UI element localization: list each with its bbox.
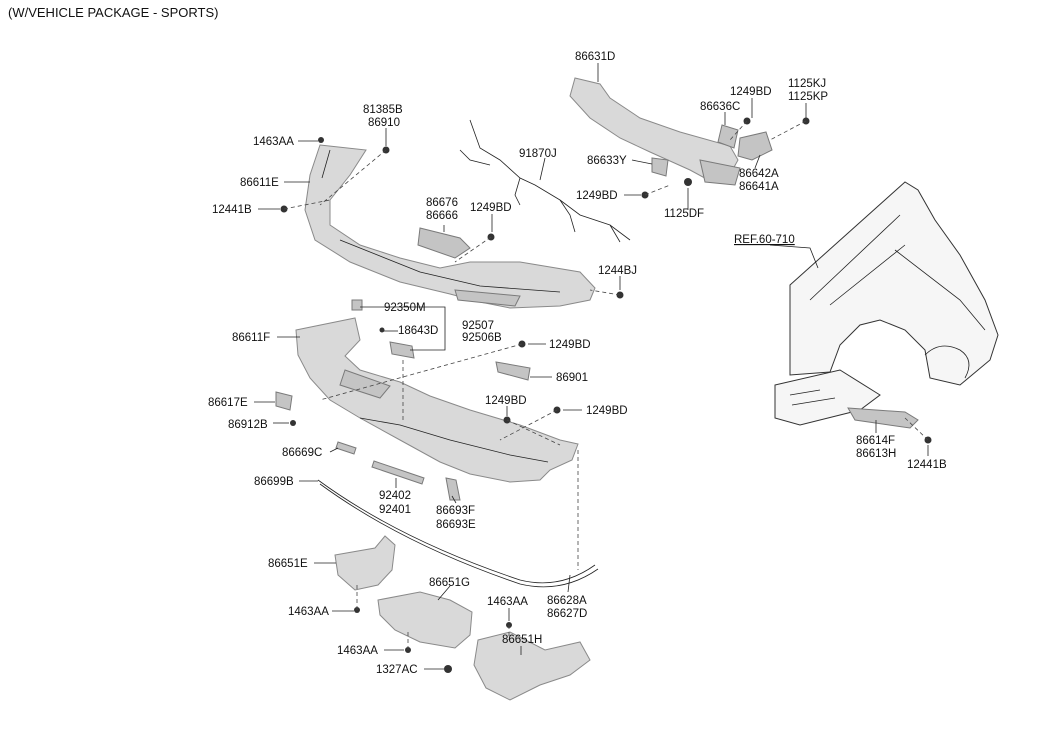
callout-86642A: 86642A xyxy=(739,168,779,180)
callout-92401: 92401 xyxy=(379,504,411,516)
callout-86910: 86910 xyxy=(368,117,400,129)
callout-86669C: 86669C xyxy=(282,447,322,459)
callout-86627D: 86627D xyxy=(547,608,587,620)
callout-86693F: 86693F xyxy=(436,505,475,517)
lamp-92402-illustration xyxy=(371,460,425,485)
upper-bumper-cover-illustration xyxy=(304,144,596,309)
callout-86628A: 86628A xyxy=(547,595,587,607)
callout-92506B: 92506B xyxy=(462,332,502,344)
callout-12441B: 12441B xyxy=(212,204,252,216)
callout-12441B: 12441B xyxy=(907,459,947,471)
callout-86651G: 86651G xyxy=(429,577,470,589)
callout-86676: 86676 xyxy=(426,197,458,209)
callout-labels: 86631D 1249BD 1125KJ 1125KP 86636C 81385… xyxy=(208,51,947,676)
callout-18643D: 18643D xyxy=(398,325,438,337)
bracket-86636c-illustration xyxy=(717,124,739,149)
callout-86633Y: 86633Y xyxy=(587,155,627,167)
bracket-86633y-illustration xyxy=(651,157,669,177)
callout-1125KP: 1125KP xyxy=(788,91,828,103)
trim-86669c-illustration xyxy=(335,441,357,455)
callout-86666: 86666 xyxy=(426,210,458,222)
wiring-harness-illustration xyxy=(459,119,631,243)
under-cover-86651h-illustration xyxy=(473,631,591,701)
callout-1463AA: 1463AA xyxy=(253,136,294,148)
bracket-86642a-illustration xyxy=(737,131,773,161)
callout-1249BD: 1249BD xyxy=(586,405,628,417)
leader-lines xyxy=(254,63,929,670)
callout-1125DF: 1125DF xyxy=(664,208,704,220)
assembly-lines xyxy=(283,120,929,650)
trim-86693f-illustration xyxy=(445,477,461,501)
under-cover-86651g-illustration xyxy=(377,591,473,649)
support-bracket-86631d-illustration xyxy=(569,77,741,186)
callout-1249BD: 1249BD xyxy=(470,202,512,214)
callout-86611F: 86611F xyxy=(232,332,270,344)
callout-1249BD: 1249BD xyxy=(576,190,618,202)
callout-ref: REF.60-710 xyxy=(734,234,795,246)
callout-1327AC: 1327AC xyxy=(376,664,418,676)
callout-92507: 92507 xyxy=(462,320,494,332)
callout-86614F: 86614F xyxy=(856,435,895,447)
rear-quarter-panel-illustration xyxy=(774,181,999,426)
diagram-title: (W/VEHICLE PACKAGE - SPORTS) xyxy=(8,5,219,20)
callout-86651H: 86651H xyxy=(502,634,542,646)
callout-86699B: 86699B xyxy=(254,476,294,488)
reflector-86617e-illustration xyxy=(275,391,293,411)
callout-1463AA: 1463AA xyxy=(337,645,378,657)
callout-86641A: 86641A xyxy=(739,181,779,193)
callout-86636C: 86636C xyxy=(700,101,740,113)
callout-91870J: 91870J xyxy=(519,148,557,160)
bracket-86676-illustration xyxy=(417,227,471,259)
callout-1463AA: 1463AA xyxy=(487,596,528,608)
callout-1244BJ: 1244BJ xyxy=(598,265,637,277)
lower-bumper-cover-illustration xyxy=(295,317,579,483)
callout-86912B: 86912B xyxy=(228,419,268,431)
callout-86631D: 86631D xyxy=(575,51,615,63)
bracket-86614f-illustration xyxy=(847,407,919,429)
sensor-92350m-illustration xyxy=(351,299,415,359)
callout-81385B: 81385B xyxy=(363,104,403,116)
callout-86651E: 86651E xyxy=(268,558,308,570)
callout-86611E: 86611E xyxy=(240,177,279,189)
callout-1249BD: 1249BD xyxy=(485,395,527,407)
bracket-86901-illustration xyxy=(495,361,531,381)
callout-1125KJ: 1125KJ xyxy=(788,78,826,90)
callout-1249BD: 1249BD xyxy=(730,86,772,98)
callout-86617E: 86617E xyxy=(208,397,248,409)
callout-86901: 86901 xyxy=(556,372,588,384)
callout-92350M: 92350M xyxy=(384,302,426,314)
under-cover-86651e-illustration xyxy=(334,535,396,591)
callout-1249BD: 1249BD xyxy=(549,339,591,351)
callout-86693E: 86693E xyxy=(436,519,476,531)
callout-1463AA: 1463AA xyxy=(288,606,329,618)
molding-86699b-illustration xyxy=(317,479,599,588)
callout-86613H: 86613H xyxy=(856,448,896,460)
callout-92402: 92402 xyxy=(379,490,411,502)
